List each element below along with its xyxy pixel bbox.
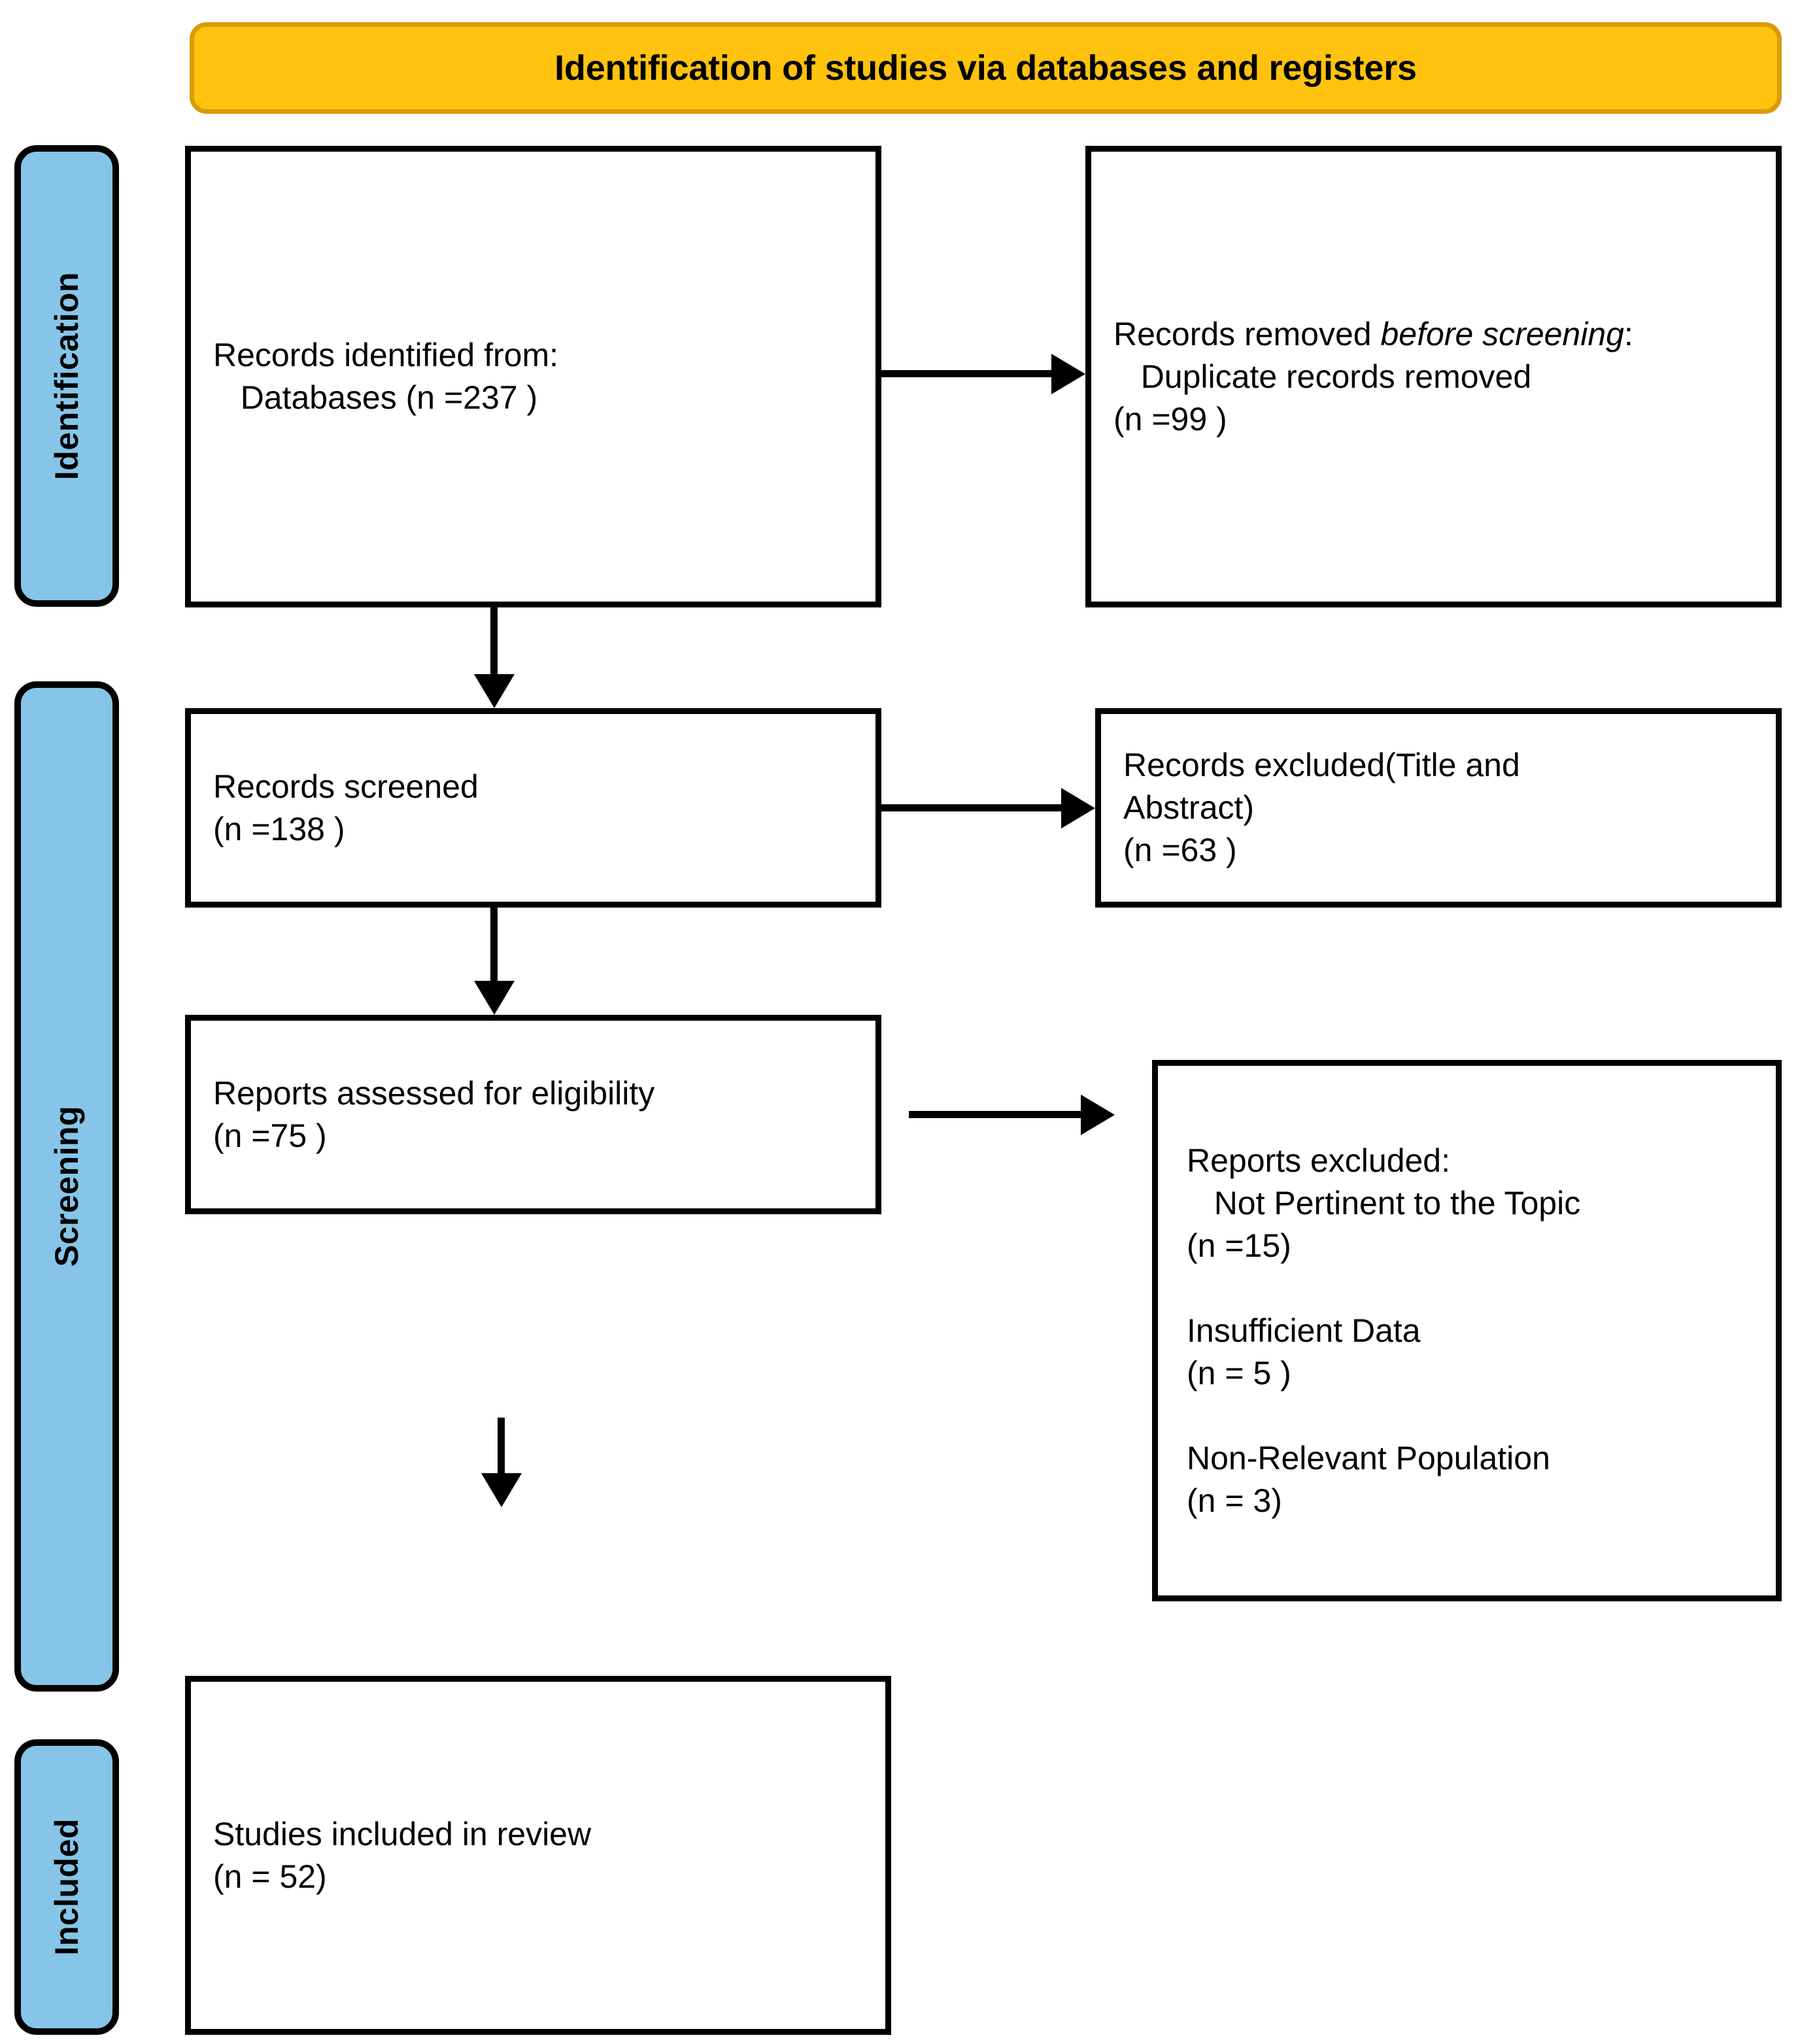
box-records-identified-text: Records identified from: Databases (n =2…: [213, 337, 559, 416]
arrow-shaft: [881, 370, 1051, 377]
diagram-title: Identification of studies via databases …: [554, 48, 1417, 88]
box-records-removed-detail: Duplicate records removed (n =99 ): [1113, 358, 1532, 437]
box-reports-excluded: Reports excluded: Not Pertinent to the T…: [1152, 1060, 1782, 1601]
stage-label-screening-text: Screening: [48, 1106, 85, 1267]
box-records-removed-before-screening: Records removed before screening: Duplic…: [1085, 146, 1782, 607]
box-studies-included-text: Studies included in review (n = 52): [213, 1815, 592, 1895]
box-reports-assessed-text: Reports assessed for eligibility (n =75 …: [213, 1074, 655, 1154]
records-removed-italic: before screening: [1380, 315, 1624, 352]
arrow-head: [1051, 354, 1085, 394]
arrow-head: [1061, 788, 1095, 828]
arrow-head: [474, 674, 515, 708]
stage-label-identification: Identification: [14, 145, 119, 607]
stage-label-included: Included: [14, 1739, 119, 2035]
box-records-screened-text: Records screened (n =138 ): [213, 768, 479, 847]
box-records-identified: Records identified from: Databases (n =2…: [185, 146, 881, 607]
arrow-shaft: [881, 804, 1061, 811]
arrow-head: [474, 981, 515, 1015]
box-reports-assessed-for-eligibility: Reports assessed for eligibility (n =75 …: [185, 1015, 881, 1214]
records-removed-lead: Records removed: [1113, 315, 1381, 352]
box-reports-excluded-text: Reports excluded: Not Pertinent to the T…: [1187, 1142, 1581, 1519]
box-records-excluded-title-abstract-text: Records excluded(Title and Abstract) (n …: [1123, 747, 1520, 868]
arrow-head: [1081, 1095, 1115, 1135]
arrow-shaft: [909, 1111, 1081, 1118]
records-removed-colon: :: [1623, 315, 1633, 352]
arrow-shaft: [490, 908, 498, 981]
box-records-excluded-title-abstract: Records excluded(Title and Abstract) (n …: [1095, 708, 1782, 908]
arrow-shaft: [490, 607, 498, 674]
stage-label-screening: Screening: [14, 681, 119, 1692]
box-studies-included-in-review: Studies included in review (n = 52): [185, 1676, 891, 2035]
arrow-head: [481, 1473, 522, 1507]
stage-label-identification-text: Identification: [48, 271, 85, 481]
arrow-shaft: [498, 1418, 505, 1473]
box-records-removed-heading: Records removed before screening:: [1091, 313, 1776, 356]
stage-label-included-text: Included: [48, 1818, 85, 1956]
diagram-header-banner: Identification of studies via databases …: [190, 22, 1782, 114]
box-records-screened: Records screened (n =138 ): [185, 708, 881, 908]
